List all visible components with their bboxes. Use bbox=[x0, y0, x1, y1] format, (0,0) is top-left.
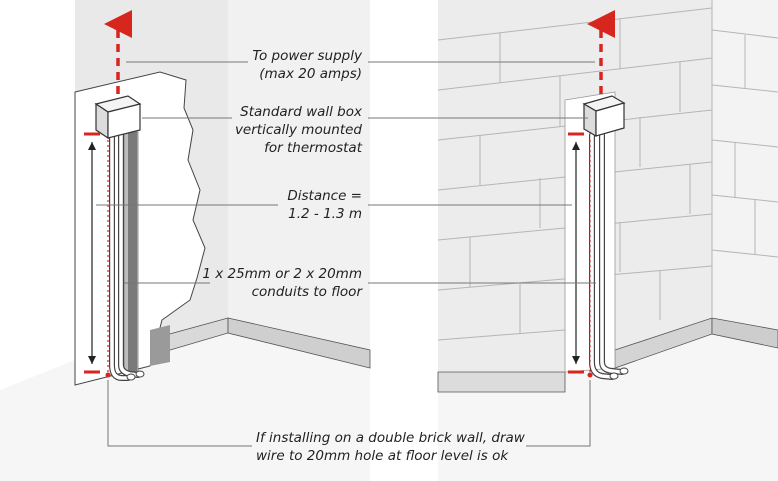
brick-note-label-1: If installing on a double brick wall, dr… bbox=[256, 430, 526, 446]
right-floor bbox=[438, 318, 778, 481]
wall-cavity-shadow bbox=[128, 132, 137, 372]
wall-box-label-2: vertically mounted bbox=[235, 122, 362, 138]
wall-box-label-3: for thermostat bbox=[264, 140, 363, 156]
conduits-label-2: conduits to floor bbox=[252, 284, 364, 300]
right-side-wall bbox=[712, 0, 778, 330]
labels: To power supply (max 20 amps) Standard w… bbox=[202, 48, 525, 464]
right-skirting-left bbox=[437, 371, 566, 393]
wall-base-gap bbox=[150, 325, 170, 366]
left-wall-box bbox=[94, 95, 142, 140]
right-skirting-side bbox=[711, 317, 778, 349]
leader-brick-right bbox=[526, 380, 591, 447]
distance-label-1: Distance = bbox=[287, 188, 362, 204]
conduits-label-1: 1 x 25mm or 2 x 20mm bbox=[202, 266, 362, 282]
right-scene bbox=[437, 0, 778, 481]
left-scene bbox=[0, 0, 371, 481]
brick-note-label-2: wire to 20mm hole at floor level is ok bbox=[256, 448, 509, 464]
left-skirting-side bbox=[227, 317, 371, 369]
right-wall-box bbox=[582, 95, 626, 138]
power-supply-label-1: To power supply bbox=[252, 48, 363, 64]
distance-label-2: 1.2 - 1.3 m bbox=[288, 206, 362, 222]
leader-lines bbox=[96, 61, 596, 447]
power-supply-label-2: (max 20 amps) bbox=[259, 66, 362, 82]
leader-brick-left bbox=[107, 380, 252, 447]
left-side-wall bbox=[228, 0, 370, 350]
wall-box-label-1: Standard wall box bbox=[240, 104, 363, 120]
